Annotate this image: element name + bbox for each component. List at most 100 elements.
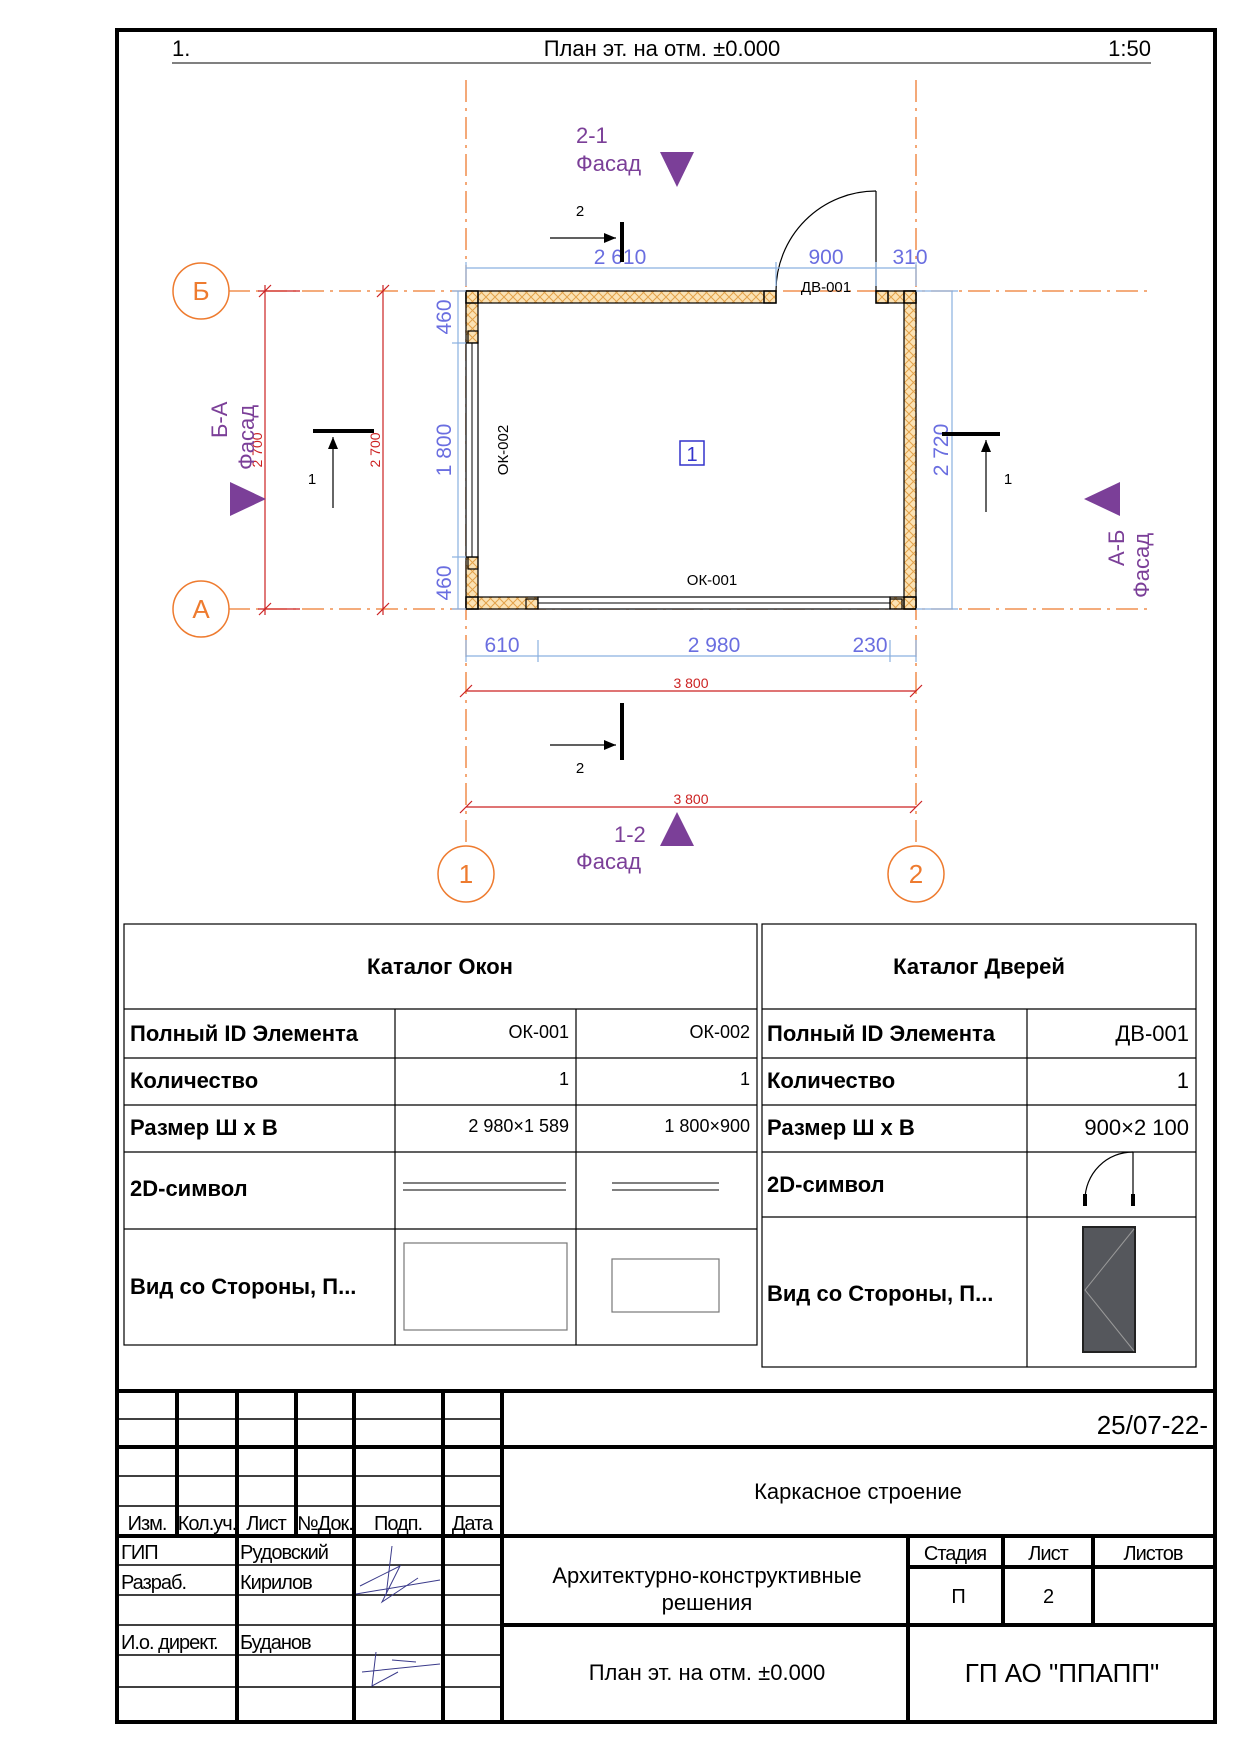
dim-chain-bottom: 610 2 980 230 — [465, 634, 917, 662]
windows-catalog-title: Каталог Окон — [367, 954, 513, 979]
stamp-stage: П — [951, 1586, 964, 1608]
sheet-number: 1. — [172, 36, 190, 61]
windows-row-size-b: 1 800×900 — [664, 1116, 750, 1136]
dim-overall-width-2: 3 800 — [459, 791, 923, 814]
section-marker-right: 1 — [942, 432, 1012, 512]
stamp-project: Каркасное строение — [754, 1479, 962, 1504]
section-label-right: 1 — [1004, 471, 1012, 488]
section-label-left: 1 — [308, 471, 316, 488]
windows-catalog: Каталог Окон Полный ID Элемента ОК-001 О… — [123, 923, 758, 1346]
stamp-col-koluch: Кол.уч. — [178, 1513, 237, 1535]
dim-overall-width: 3 800 — [673, 675, 708, 691]
doors-catalog-title: Каталог Дверей — [893, 954, 1065, 979]
stamp-col-podp: Подп. — [374, 1513, 422, 1535]
signature-2 — [361, 1651, 441, 1687]
window-2d-symbol-a — [403, 1182, 566, 1191]
windows-row-qty-b: 1 — [740, 1069, 750, 1089]
doors-row-id-a: ДВ-001 — [1115, 1021, 1189, 1046]
sheet-scale: 1:50 — [1108, 36, 1151, 61]
signature-1 — [355, 1545, 441, 1604]
stamp-role-gip: ГИП — [121, 1542, 158, 1564]
door-elevation — [1082, 1226, 1136, 1353]
axis-label-a: А — [192, 594, 210, 624]
axis-label-b: Б — [192, 276, 209, 306]
stamp-name-razrab: Кирилов — [240, 1572, 312, 1594]
stamp-sheet: 2 — [1043, 1586, 1054, 1608]
sheet-frame — [115, 28, 1217, 1724]
window-tag-bottom: ОК-001 — [687, 572, 737, 589]
doors-row-id-label: Полный ID Элемента — [767, 1021, 996, 1046]
dim-left-bottom: 460 — [433, 565, 456, 600]
stamp-role-director: И.о. директ. — [121, 1632, 218, 1654]
dim-overall-width-bottom: 3 800 — [673, 791, 708, 807]
dim-chain-left: 460 1 800 460 — [433, 290, 466, 610]
section-marker-bottom: 2 — [550, 703, 624, 777]
facade-left-code: Б-А — [207, 401, 232, 438]
stamp-sheet-label: Лист — [1028, 1543, 1068, 1565]
stamp-role-razrab: Разраб. — [121, 1572, 186, 1594]
dim-chain-top: 2 610 900 310 — [465, 246, 928, 286]
door-2d-symbol — [1083, 1151, 1135, 1206]
sheet-title: План эт. на отм. ±0.000 — [544, 36, 781, 61]
sheet-header: 1. План эт. на отм. ±0.000 1:50 — [172, 36, 1151, 64]
axis-bubble-b: Б — [172, 262, 230, 320]
floor-plan: Б А 1 2 — [172, 80, 1154, 903]
axis-label-1: 1 — [459, 859, 473, 889]
facade-right-word: Фасад — [1129, 533, 1154, 598]
dim-right-height: 2 720 — [930, 424, 953, 477]
windows-row-qty-a: 1 — [559, 1069, 569, 1089]
stamp-code: 25/07-22- — [1097, 1410, 1208, 1440]
stamp-col-list: Лист — [246, 1513, 286, 1535]
dim-bottom-right: 230 — [852, 634, 887, 657]
window-elevation-a — [403, 1242, 568, 1331]
axis-bubble-1: 1 — [437, 845, 495, 903]
stamp-name-gip: Рудовский — [240, 1542, 328, 1564]
title-block: 25/07-22- Каркасное строение Архитектурн… — [117, 1389, 1215, 1722]
room-tag: 1 — [686, 444, 697, 466]
window-tag-left: ОК-002 — [495, 425, 512, 475]
doors-row-2d-label: 2D-символ — [767, 1172, 885, 1197]
section-label-top: 2 — [576, 203, 584, 220]
dim-bottom-middle: 2 980 — [688, 634, 741, 657]
section-label-bottom: 2 — [576, 760, 584, 777]
stamp-sheet-title: План эт. на отм. ±0.000 — [589, 1660, 826, 1685]
walls — [465, 290, 917, 610]
axis-bubble-a: А — [172, 580, 230, 638]
stamp-sheets-label: Листов — [1124, 1543, 1183, 1565]
dim-height-inner: 2 700 — [367, 432, 383, 467]
stamp-stage-label: Стадия — [924, 1543, 986, 1565]
dim-left-top: 460 — [433, 299, 456, 334]
doors-catalog: Каталог Дверей Полный ID Элемента ДВ-001… — [761, 923, 1197, 1368]
stamp-col-ndok: №Док. — [297, 1513, 353, 1535]
stamp-col-data: Дата — [452, 1513, 494, 1535]
door-swing: ДВ-001 — [775, 190, 877, 296]
windows-row-id-b: ОК-002 — [689, 1022, 750, 1042]
facade-marker-top: 2-1 Фасад — [576, 123, 694, 187]
facade-right-code: А-Б — [1104, 530, 1129, 566]
facade-top-word: Фасад — [576, 151, 641, 176]
stamp-col-izm: Изм. — [128, 1513, 167, 1535]
windows-row-size-a: 2 980×1 589 — [468, 1116, 569, 1136]
room-tag-box — [679, 440, 705, 466]
dim-overall-height-outer: 2 700 — [249, 284, 300, 616]
facade-bottom-word: Фасад — [576, 849, 641, 874]
facade-marker-bottom: 1-2 Фасад — [576, 812, 694, 874]
facade-top-code: 2-1 — [576, 123, 608, 148]
facade-bottom-code: 1-2 — [614, 822, 646, 847]
dim-top-right: 310 — [892, 246, 927, 269]
dim-bottom-left: 610 — [484, 634, 519, 657]
stamp-name-director: Буданов — [240, 1632, 311, 1654]
facade-left-word: Фасад — [234, 405, 259, 470]
wall-top-left — [465, 290, 777, 304]
stamp-section-l2: решения — [662, 1590, 753, 1615]
windows-row-id-label: Полный ID Элемента — [130, 1021, 359, 1046]
section-marker-left: 1 — [308, 429, 374, 508]
doors-row-view-label: Вид со Стороны, П... — [767, 1281, 993, 1306]
stamp-section-l1: Архитектурно-конструктивные — [552, 1563, 861, 1588]
dim-overall-height-inner: 2 700 — [367, 284, 390, 616]
wall-right — [903, 290, 917, 610]
dim-left-middle: 1 800 — [433, 424, 456, 477]
doors-row-qty-label: Количество — [767, 1068, 895, 1093]
section-marker-top: 2 — [550, 203, 624, 262]
